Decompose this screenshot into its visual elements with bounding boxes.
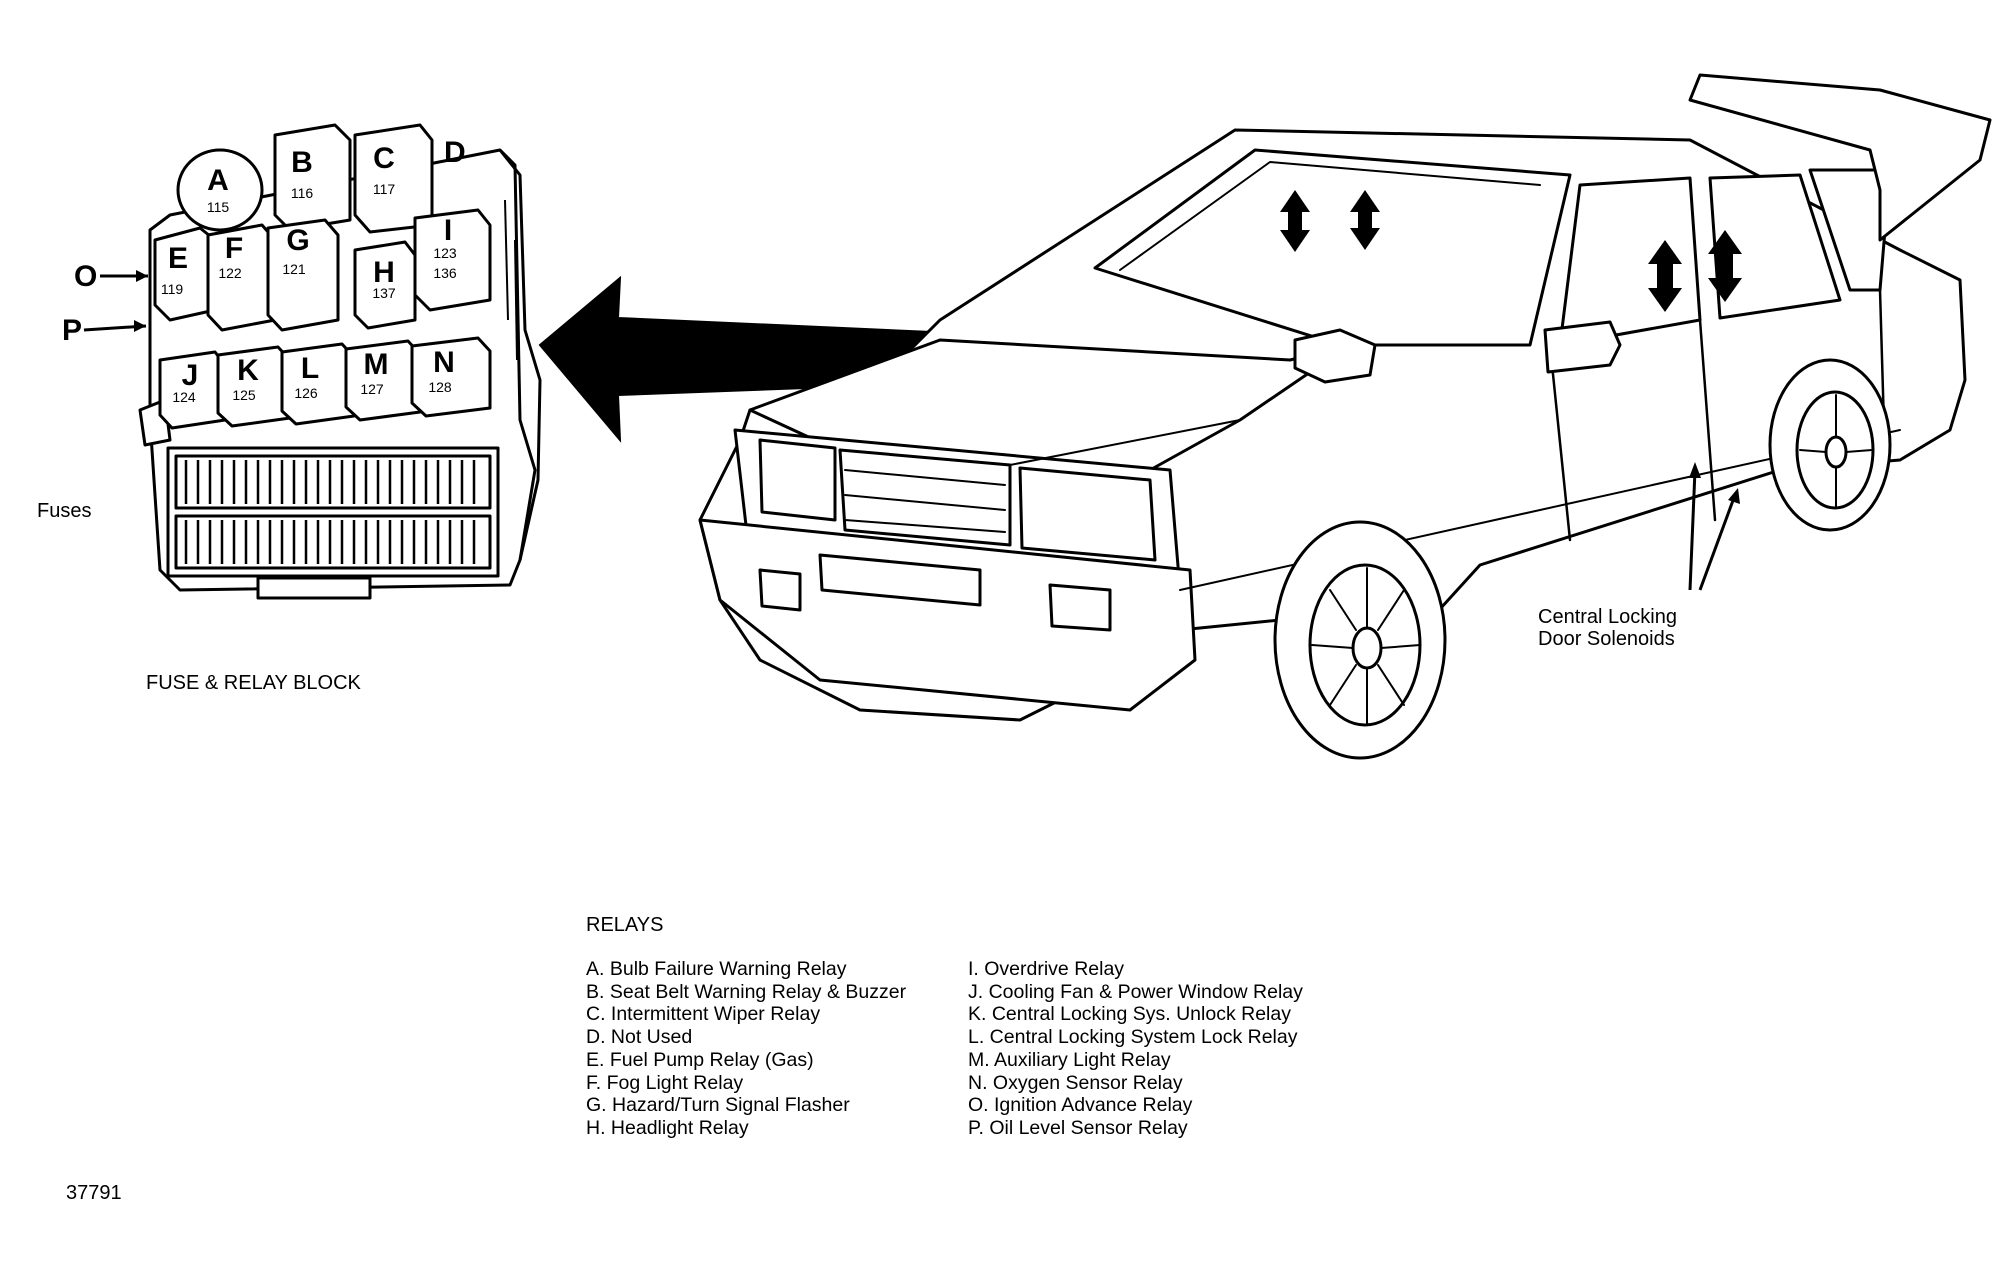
legend-item-j: J. Cooling Fan & Power Window Relay bbox=[968, 980, 1303, 1003]
relay-letter-m: M bbox=[364, 348, 389, 381]
legend-right-column: I. Overdrive Relay J. Cooling Fan & Powe… bbox=[968, 958, 1303, 1140]
relay-letter-a: A bbox=[207, 164, 229, 197]
relay-letter-k: K bbox=[237, 354, 259, 387]
relay-number-i: 123 bbox=[433, 245, 457, 261]
fuses-label: Fuses bbox=[37, 500, 92, 522]
legend-item-a: A. Bulb Failure Warning Relay bbox=[586, 958, 847, 980]
relay-number-f: 122 bbox=[218, 265, 242, 281]
relay-number-j: 124 bbox=[172, 389, 196, 405]
relay-number-e: 119 bbox=[161, 281, 184, 297]
relay-letter-g: G bbox=[286, 224, 309, 257]
relay-letter-j: J bbox=[182, 359, 199, 392]
relay-letter-h: H bbox=[373, 256, 395, 289]
legend-item-f: F. Fog Light Relay bbox=[586, 1071, 744, 1094]
legend-item-g: G. Hazard/Turn Signal Flasher bbox=[586, 1094, 850, 1117]
fuse-relay-block-illustration bbox=[138, 123, 542, 600]
relay-number-b: 116 bbox=[291, 185, 314, 201]
callout-o-label: O bbox=[74, 260, 97, 293]
relay-letter-e: E bbox=[168, 242, 188, 275]
relay-labels: A 115 B 116 C 117 E 119 F 122 G 121 H 13… bbox=[161, 142, 457, 405]
relay-number-a: 115 bbox=[207, 199, 230, 215]
relay-callouts: O P D bbox=[62, 136, 466, 347]
relay-number-l: 126 bbox=[294, 385, 318, 401]
legend-item-i: I. Overdrive Relay bbox=[968, 958, 1125, 980]
legend-item-c: C. Intermittent Wiper Relay bbox=[586, 1003, 821, 1026]
central-locking-label-line1: Central Locking bbox=[1538, 606, 1677, 628]
central-locking-label-line2: Door Solenoids bbox=[1538, 628, 1675, 650]
legend-title: RELAYS bbox=[586, 914, 664, 936]
block-caption: FUSE & RELAY BLOCK bbox=[146, 672, 361, 694]
car-illustration bbox=[698, 73, 1992, 760]
central-locking-leaders bbox=[1688, 469, 1737, 591]
relay-letter-n: N bbox=[433, 346, 455, 379]
legend-left-column: A. Bulb Failure Warning Relay B. Seat Be… bbox=[586, 958, 906, 1140]
callout-d-label: D bbox=[444, 136, 466, 169]
relay-number2-i: 136 bbox=[433, 265, 457, 281]
relay-number-m: 127 bbox=[360, 381, 384, 397]
legend-item-p: P. Oil Level Sensor Relay bbox=[968, 1116, 1188, 1139]
legend-item-e: E. Fuel Pump Relay (Gas) bbox=[586, 1048, 814, 1071]
legend-item-b: B. Seat Belt Warning Relay & Buzzer bbox=[586, 980, 907, 1003]
relay-number-k: 125 bbox=[232, 387, 256, 403]
legend-item-o: O. Ignition Advance Relay bbox=[968, 1094, 1193, 1117]
legend-item-k: K. Central Locking Sys. Unlock Relay bbox=[968, 1003, 1291, 1026]
legend-item-d: D. Not Used bbox=[586, 1026, 693, 1049]
power-window-arrows bbox=[1280, 190, 1742, 312]
relay-letter-b: B bbox=[291, 146, 313, 179]
legend-item-l: L. Central Locking System Lock Relay bbox=[968, 1026, 1298, 1049]
relay-number-c: 117 bbox=[373, 181, 396, 197]
relay-number-g: 121 bbox=[282, 261, 306, 277]
legend-item-h: H. Headlight Relay bbox=[586, 1116, 749, 1139]
figure-number: 37791 bbox=[66, 1182, 122, 1204]
relay-letter-c: C bbox=[373, 142, 395, 175]
relay-letter-f: F bbox=[225, 232, 243, 265]
relay-number-n: 128 bbox=[428, 379, 452, 395]
callout-p-label: P bbox=[62, 314, 82, 347]
relay-letter-i: I bbox=[444, 214, 452, 247]
relay-number-h: 137 bbox=[372, 285, 396, 301]
relay-letter-l: L bbox=[301, 352, 319, 385]
legend-item-m: M. Auxiliary Light Relay bbox=[968, 1048, 1171, 1071]
legend-item-n: N. Oxygen Sensor Relay bbox=[968, 1071, 1183, 1094]
